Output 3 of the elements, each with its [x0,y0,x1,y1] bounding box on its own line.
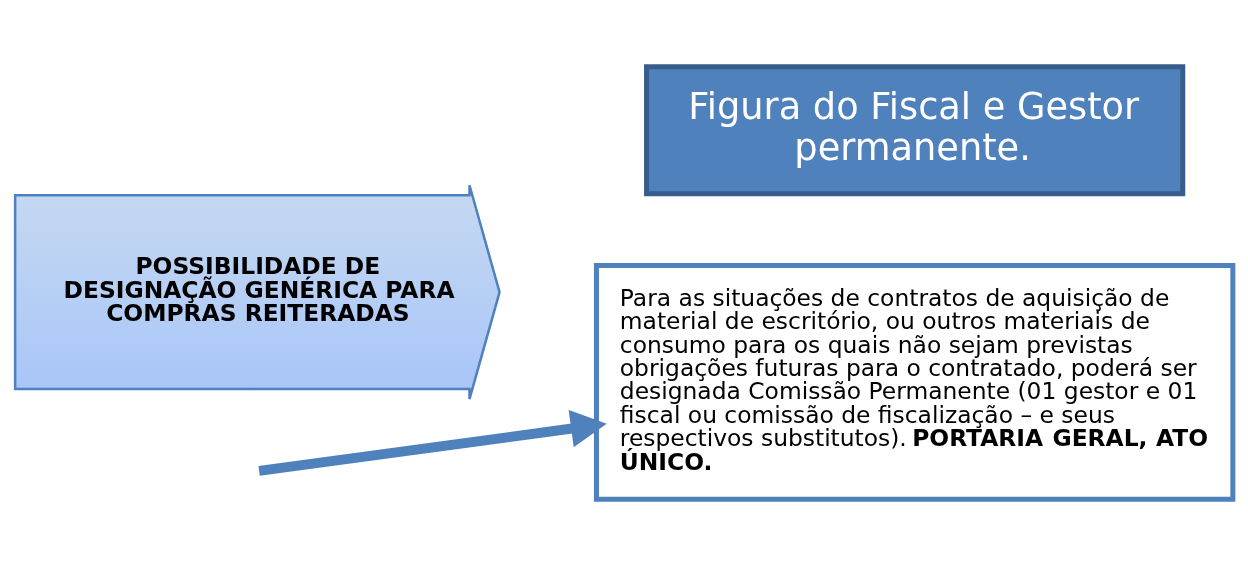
node-box: Para as situações de contratos de aquisição de material de escritório, ou outros materiais de consumo para os quais não sejam previstas obrigações futuras para o contratado, poderá ser designada Comissão Permanente (01 gestor e 01 fiscal ou comissão de fiscalização – e seus respectivos substitutos). PORTARIA GERAL, ATO ÚNICO. [593,262,1236,502]
node-box: Figura do Fiscal e Gestor permanente. [644,64,1186,197]
arrow [258,410,607,476]
